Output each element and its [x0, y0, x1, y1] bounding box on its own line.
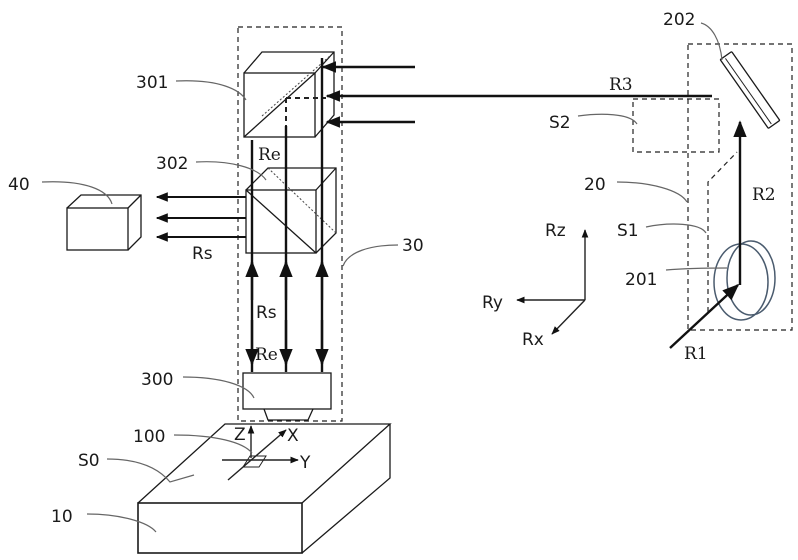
label-axis-x: X — [287, 426, 299, 446]
label-40: 40 — [8, 175, 30, 195]
region-s2 — [633, 99, 719, 152]
label-r1: R1 — [684, 344, 708, 364]
label-301: 301 — [136, 73, 168, 93]
label-202: 202 — [663, 10, 695, 30]
label-s2: S2 — [549, 113, 571, 133]
vertical-beams — [252, 58, 322, 372]
stage-10 — [138, 424, 390, 553]
label-rx: Rx — [522, 330, 544, 350]
rotation-axes — [517, 230, 585, 334]
objective-300 — [243, 373, 331, 420]
label-rs-middle: Rs — [256, 303, 277, 323]
label-100: 100 — [133, 427, 165, 447]
lens-201 — [714, 241, 775, 320]
label-rs-left: Rs — [192, 244, 213, 264]
label-r3: R3 — [609, 75, 633, 95]
beam-r1 — [670, 285, 738, 348]
mirror-202 — [720, 52, 780, 129]
label-r2: R2 — [752, 185, 776, 205]
label-ry: Ry — [482, 293, 503, 313]
label-re-bottom: Re — [255, 345, 278, 365]
label-300: 300 — [141, 370, 173, 390]
label-302: 302 — [156, 154, 188, 174]
label-axis-z: Z — [234, 425, 246, 445]
rs-beams-to-detector — [157, 197, 246, 237]
label-axis-y: Y — [299, 453, 311, 473]
label-10: 10 — [51, 507, 73, 527]
label-re-top: Re — [258, 145, 281, 165]
detector-40 — [67, 195, 141, 250]
label-20: 20 — [584, 175, 606, 195]
label-30: 30 — [402, 236, 424, 256]
beam-splitter-301 — [244, 52, 334, 137]
label-s1: S1 — [617, 221, 639, 241]
region-s1 — [708, 152, 737, 312]
label-201: 201 — [625, 270, 657, 290]
label-s0: S0 — [78, 451, 100, 471]
incoming-beams — [286, 67, 712, 126]
label-rz: Rz — [545, 221, 566, 241]
